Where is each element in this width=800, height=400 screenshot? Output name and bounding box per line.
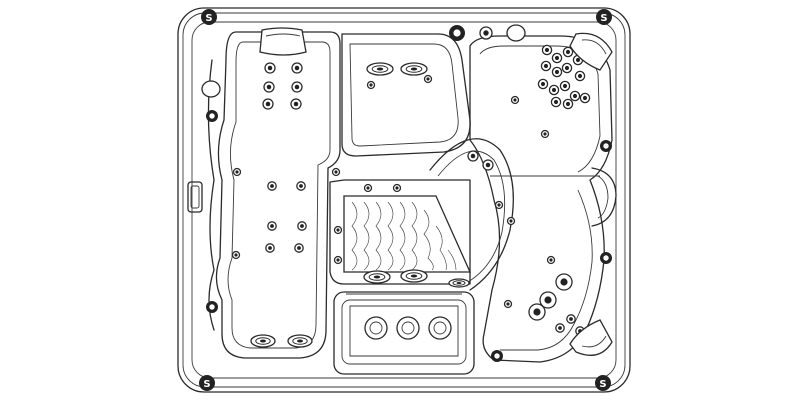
jet-icon: [510, 95, 520, 105]
corner-badge-top-left: S: [201, 9, 217, 25]
waterfall-icon: [201, 24, 526, 98]
jet-icon: [363, 183, 373, 193]
jet-icon: [206, 110, 218, 122]
jet-icon: [296, 181, 306, 191]
control-knob-icon: [364, 316, 452, 340]
jet-icon: [333, 225, 343, 235]
jet-icon: [506, 216, 516, 226]
jet-icon: [290, 98, 302, 110]
jet-icon: [263, 81, 275, 93]
jet-icon: [555, 323, 565, 333]
jet-icon: [482, 159, 494, 171]
svg-text:S: S: [599, 379, 606, 390]
jet-icon: [392, 183, 402, 193]
jet-icon: [541, 44, 553, 56]
jet-icon: [331, 167, 341, 177]
jet-icon: [267, 221, 277, 231]
jet-icon: [291, 81, 303, 93]
drain-icon: [343, 195, 472, 273]
jet-icon: [559, 80, 571, 92]
jet-icon: [537, 78, 549, 90]
jet-icon: [600, 252, 612, 264]
center-bench: [341, 33, 471, 157]
jet-icon: [600, 140, 612, 152]
left-recess: [187, 181, 203, 213]
jet-icon: [548, 84, 560, 96]
jet-icon: [494, 200, 504, 210]
headrest-icon: [259, 27, 307, 56]
jet-icon: [539, 291, 557, 309]
jet-icon: [551, 66, 563, 78]
jet-icon: [265, 243, 275, 253]
jet-icon: [264, 62, 276, 74]
jet-icon: [448, 278, 470, 288]
jet-icon: [551, 52, 563, 64]
jet-group: [206, 25, 612, 362]
jet-icon: [550, 96, 562, 108]
jet-icon: [231, 250, 241, 260]
jet-icon: [540, 60, 552, 72]
jet-icon: [363, 270, 391, 284]
jet-icon: [423, 74, 433, 84]
jet-icon: [294, 243, 304, 253]
jet-icon: [555, 273, 573, 291]
jet-icon: [561, 62, 573, 74]
jet-icon: [291, 62, 303, 74]
corner-badge-top-right: S: [596, 9, 612, 25]
svg-text:S: S: [205, 13, 212, 24]
corner-badge-bottom-left: S: [199, 375, 215, 391]
jet-icon: [546, 255, 556, 265]
jet-icon: [579, 92, 591, 104]
lounger-seat: [207, 31, 341, 359]
jet-icon: [449, 25, 465, 41]
jet-icon: [287, 334, 313, 348]
jet-icon: [540, 129, 550, 139]
jet-icon: [400, 62, 428, 76]
jet-icon: [400, 269, 428, 283]
svg-text:S: S: [203, 379, 210, 390]
headrest-icon: [569, 319, 613, 356]
jet-icon: [467, 150, 479, 162]
svg-text:S: S: [600, 13, 607, 24]
jet-icon: [562, 46, 574, 58]
jet-icon: [566, 314, 576, 324]
center-arch: [429, 138, 514, 291]
jet-icon: [479, 26, 493, 40]
side-recess: [591, 167, 617, 227]
jet-icon: [262, 98, 274, 110]
jet-icon: [267, 181, 277, 191]
filter-icon: [333, 291, 475, 375]
jet-icon: [503, 299, 513, 309]
jet-icon: [297, 221, 307, 231]
jet-icon: [333, 255, 343, 265]
jet-icon: [528, 303, 546, 321]
headrest-icon: [569, 32, 613, 71]
jet-icon: [569, 90, 581, 102]
jet-icon: [206, 301, 218, 313]
jet-icon: [232, 167, 242, 177]
corner-badge-bottom-right: S: [595, 375, 611, 391]
jet-icon: [491, 350, 503, 362]
jet-icon: [574, 70, 586, 82]
jet-icon: [366, 80, 376, 90]
jet-icon: [250, 334, 276, 348]
jet-icon: [562, 98, 574, 110]
jet-icon: [366, 62, 394, 76]
footwell: [329, 179, 471, 285]
